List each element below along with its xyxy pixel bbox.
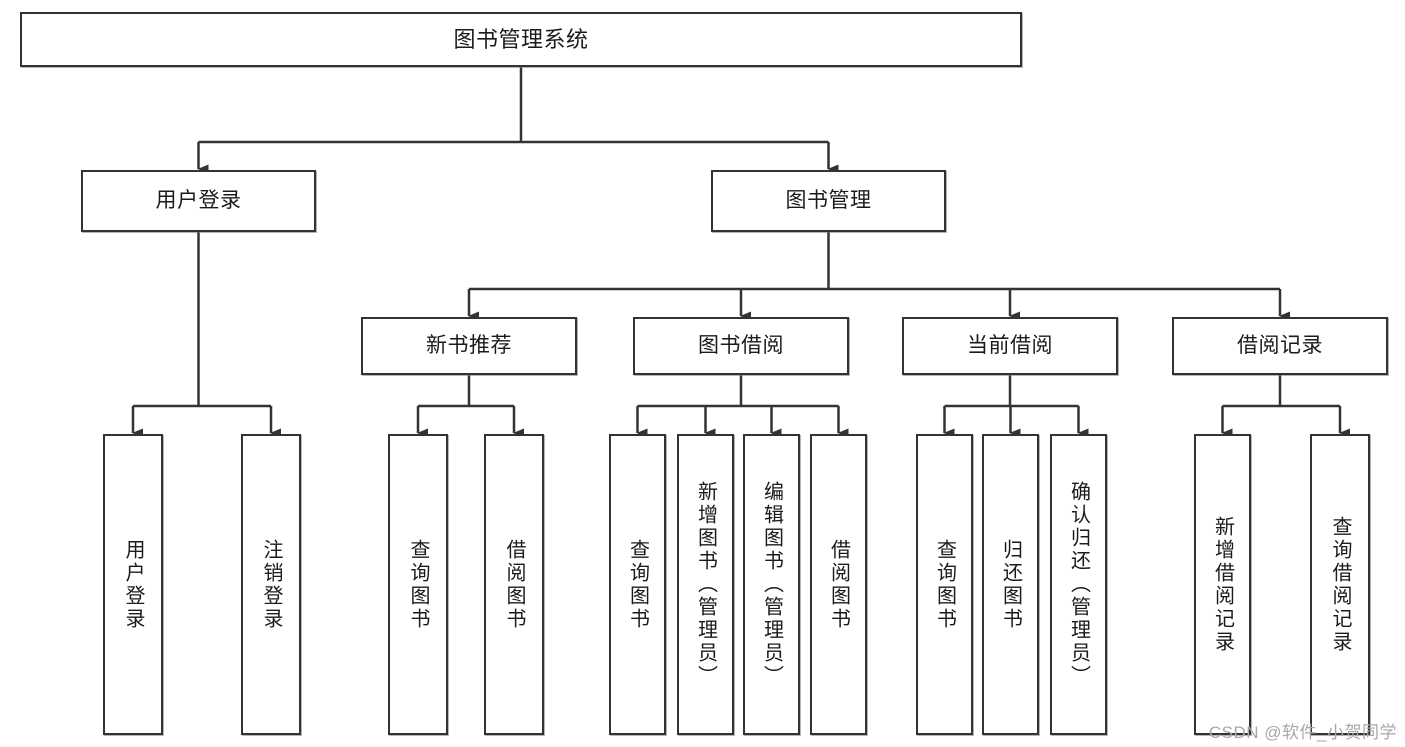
node-label: 用户登录	[155, 188, 242, 212]
node-leaf-query-book-1[interactable]: 查询图书	[388, 434, 448, 735]
node-leaf-query-record[interactable]: 查询借阅记录	[1310, 434, 1370, 735]
node-label: 图书管理系统	[453, 26, 589, 52]
node-leaf-logout[interactable]: 注销登录	[241, 434, 301, 735]
node-leaf-query-book-3[interactable]: 查询图书	[916, 434, 973, 735]
node-label: 查询图书	[626, 538, 649, 631]
node-label: 图书管理	[785, 188, 872, 212]
node-book-manage[interactable]: 图书管理	[711, 170, 946, 232]
node-leaf-query-book-2[interactable]: 查询图书	[609, 434, 666, 735]
node-leaf-edit-book[interactable]: 编辑图书（管理员）	[743, 434, 800, 735]
node-new-book-recommend[interactable]: 新书推荐	[361, 317, 577, 375]
node-label: 归还图书	[999, 538, 1022, 631]
node-label: 注销登录	[260, 538, 282, 631]
node-label: 用户登录	[122, 538, 144, 631]
node-label: 新书推荐	[426, 333, 512, 357]
node-label: 查询图书	[933, 538, 956, 631]
node-book-borrow[interactable]: 图书借阅	[633, 317, 849, 375]
node-leaf-borrow-book-1[interactable]: 借阅图书	[484, 434, 544, 735]
node-current-borrow[interactable]: 当前借阅	[902, 317, 1118, 375]
node-leaf-return-book[interactable]: 归还图书	[982, 434, 1039, 735]
node-borrow-record[interactable]: 借阅记录	[1172, 317, 1388, 375]
node-label: 查询借阅记录	[1329, 515, 1351, 654]
node-label: 编辑图书（管理员）	[760, 481, 783, 688]
node-label: 当前借阅	[967, 333, 1053, 357]
node-label: 新增图书（管理员）	[694, 481, 717, 688]
node-label: 查询图书	[407, 538, 429, 631]
node-leaf-add-record[interactable]: 新增借阅记录	[1194, 434, 1251, 735]
node-leaf-borrow-book-2[interactable]: 借阅图书	[810, 434, 867, 735]
node-leaf-confirm-return[interactable]: 确认归还（管理员）	[1050, 434, 1107, 735]
node-leaf-add-book[interactable]: 新增图书（管理员）	[677, 434, 734, 735]
node-label: 图书借阅	[698, 333, 784, 357]
node-root[interactable]: 图书管理系统	[20, 12, 1022, 67]
edge-group	[131, 67, 1350, 438]
node-label: 借阅图书	[503, 538, 525, 631]
node-leaf-user-login[interactable]: 用户登录	[103, 434, 163, 735]
node-label: 借阅图书	[827, 538, 850, 631]
node-label: 新增借阅记录	[1211, 515, 1234, 654]
node-label: 借阅记录	[1237, 333, 1323, 357]
node-label: 确认归还（管理员）	[1067, 481, 1090, 688]
node-user-login[interactable]: 用户登录	[81, 170, 316, 232]
csdn-watermark: CSDN @软件_小贺同学	[1208, 723, 1397, 742]
